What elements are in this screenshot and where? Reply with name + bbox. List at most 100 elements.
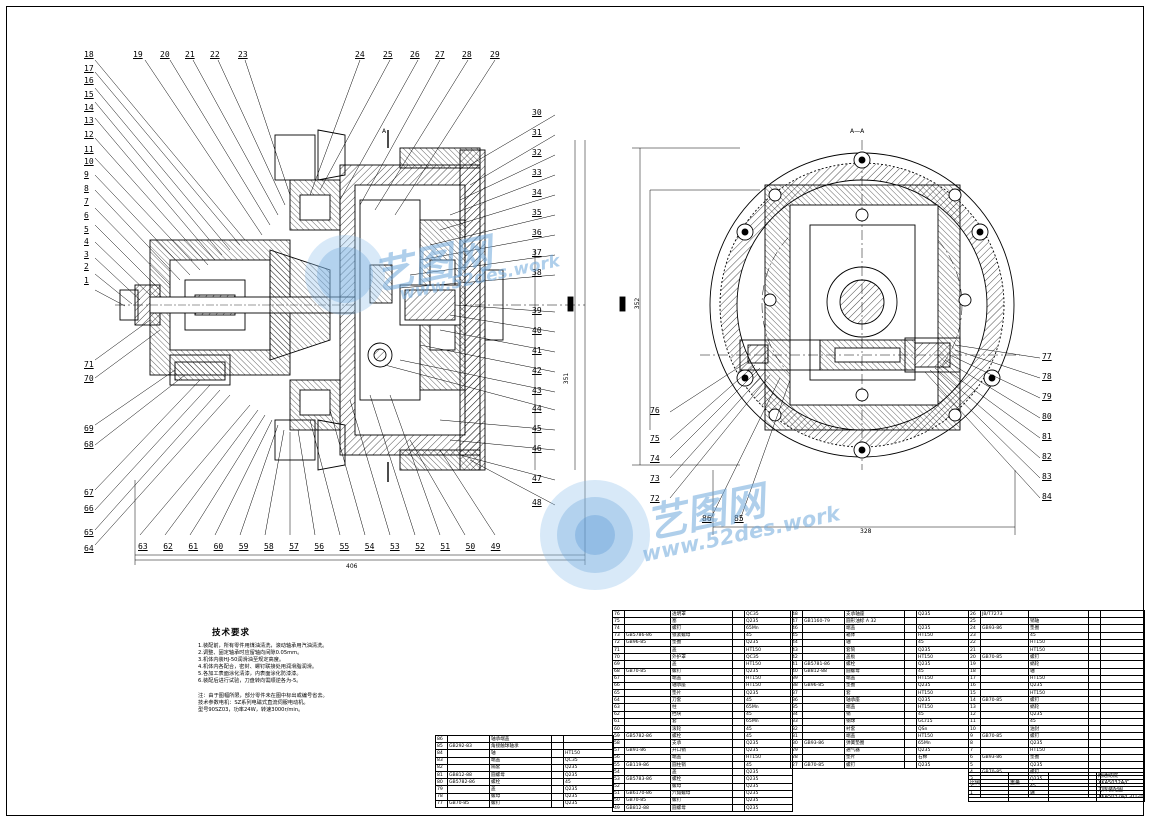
bom-cell: 端盖 bbox=[844, 624, 905, 633]
bom-cell bbox=[732, 624, 745, 633]
bom-cell: 螺钉 bbox=[1028, 732, 1089, 741]
balloon-number: 50 bbox=[465, 542, 476, 551]
bom-cell: 螺栓 bbox=[670, 732, 733, 741]
bom-cell bbox=[1028, 609, 1089, 619]
bom-cell: GB70-85 bbox=[624, 667, 671, 676]
bom-cell: Q235 bbox=[563, 785, 614, 794]
bom-cell bbox=[624, 782, 671, 791]
balloon-number: 26 bbox=[410, 50, 420, 59]
bom-cell bbox=[1100, 717, 1145, 727]
balloon-number: 70 bbox=[84, 374, 94, 383]
balloon-number: 45 bbox=[532, 424, 542, 433]
balloon-number: 49 bbox=[490, 542, 501, 551]
bom-cell: 7 bbox=[968, 746, 981, 755]
school-name: 南通纺院 bbox=[1096, 771, 1145, 781]
bom-cell: Q235 bbox=[916, 746, 969, 755]
bom-cell: 圆形油标 A 32 bbox=[844, 617, 905, 626]
bom-cell: 螺栓 bbox=[670, 775, 733, 784]
bom-cell bbox=[732, 617, 745, 626]
bom-cell: GB5782-86 bbox=[447, 778, 490, 787]
watermark-logo-right bbox=[540, 480, 650, 590]
bom-cell: Q235 bbox=[744, 617, 793, 626]
bom-cell: 隔套 bbox=[489, 763, 552, 772]
watermark-logo-left bbox=[305, 235, 385, 315]
balloon-number: 60 bbox=[213, 542, 224, 551]
bom-cell: 弹簧垫圈 bbox=[844, 739, 905, 748]
bom-cell: 45 bbox=[916, 638, 969, 647]
bom-cell: 65Mn bbox=[744, 717, 793, 727]
bom-cell bbox=[1088, 739, 1101, 748]
bom-cell bbox=[1100, 638, 1145, 647]
bom-cell bbox=[1100, 703, 1145, 712]
left-section-view bbox=[115, 129, 626, 565]
bom-cell: HT150 bbox=[744, 753, 793, 762]
bom-cell: 六角螺母 bbox=[670, 789, 733, 798]
bom-cell: 45 bbox=[744, 760, 793, 770]
bom-cell: Q235 bbox=[916, 609, 969, 619]
balloon-number: 79 bbox=[1042, 392, 1052, 401]
bom-cell: Q235 bbox=[744, 775, 793, 784]
bom-cell: 39 bbox=[790, 674, 803, 683]
bom-cell: 79 bbox=[435, 785, 448, 794]
balloon-number: 17 bbox=[84, 64, 94, 73]
balloon-number: 68 bbox=[84, 440, 94, 449]
bom-cell bbox=[1088, 717, 1101, 727]
bom-cell: HT150 bbox=[744, 645, 793, 655]
title-block-cell bbox=[1008, 786, 1049, 795]
bom-cell bbox=[624, 660, 671, 669]
balloon-number: 46 bbox=[532, 444, 542, 453]
bom-cell: HT150 bbox=[916, 732, 969, 741]
bom-cell: 75 bbox=[612, 617, 625, 626]
bom-cell: 套 bbox=[844, 689, 905, 698]
bom-cell: 22 bbox=[968, 638, 981, 647]
bom-cell: HT150 bbox=[916, 703, 969, 712]
balloon-number: 85 bbox=[734, 514, 744, 523]
bom-cell: 螺钉 bbox=[844, 760, 905, 770]
title-block-cell bbox=[1048, 771, 1097, 781]
bom-cell: Q235 bbox=[744, 796, 793, 806]
bom-cell: 84 bbox=[435, 749, 448, 758]
bom-cell: 端盖 bbox=[670, 753, 733, 762]
bom-cell: 40 bbox=[790, 667, 803, 676]
section-marker-a: A bbox=[382, 128, 387, 135]
bom-cell: GB96-85 bbox=[802, 681, 845, 691]
bom-cell bbox=[624, 624, 671, 633]
bom-cell: Q235 bbox=[916, 696, 969, 705]
bom-cell: 螺钉 bbox=[670, 796, 733, 806]
bom-cell bbox=[447, 763, 490, 772]
bom-cell: Q235 bbox=[916, 681, 969, 691]
bom-cell: 螺钉 bbox=[670, 667, 733, 676]
balloon-number: 52 bbox=[415, 542, 425, 551]
balloon-number: 38 bbox=[532, 268, 542, 277]
bom-cell bbox=[904, 724, 917, 734]
bom-cell bbox=[980, 739, 1029, 748]
balloon-number: 18 bbox=[84, 50, 94, 59]
bom-cell: Q235 bbox=[744, 739, 793, 748]
balloon-number: 61 bbox=[188, 542, 199, 551]
bom-cell: 62 bbox=[612, 710, 625, 719]
bom-cell bbox=[732, 717, 745, 727]
bom-cell: 销轴 bbox=[1028, 617, 1089, 626]
bom-cell bbox=[904, 660, 917, 669]
bom-cell: GCr15 bbox=[916, 717, 969, 727]
bom-cell: 盖板 bbox=[844, 653, 905, 662]
balloon-number: 40 bbox=[532, 326, 542, 335]
bom-cell: 65 bbox=[612, 689, 625, 698]
balloon-number: 11 bbox=[84, 145, 94, 154]
weight-label: 重量 bbox=[1008, 779, 1049, 788]
bom-cell: Q235 bbox=[916, 645, 969, 655]
